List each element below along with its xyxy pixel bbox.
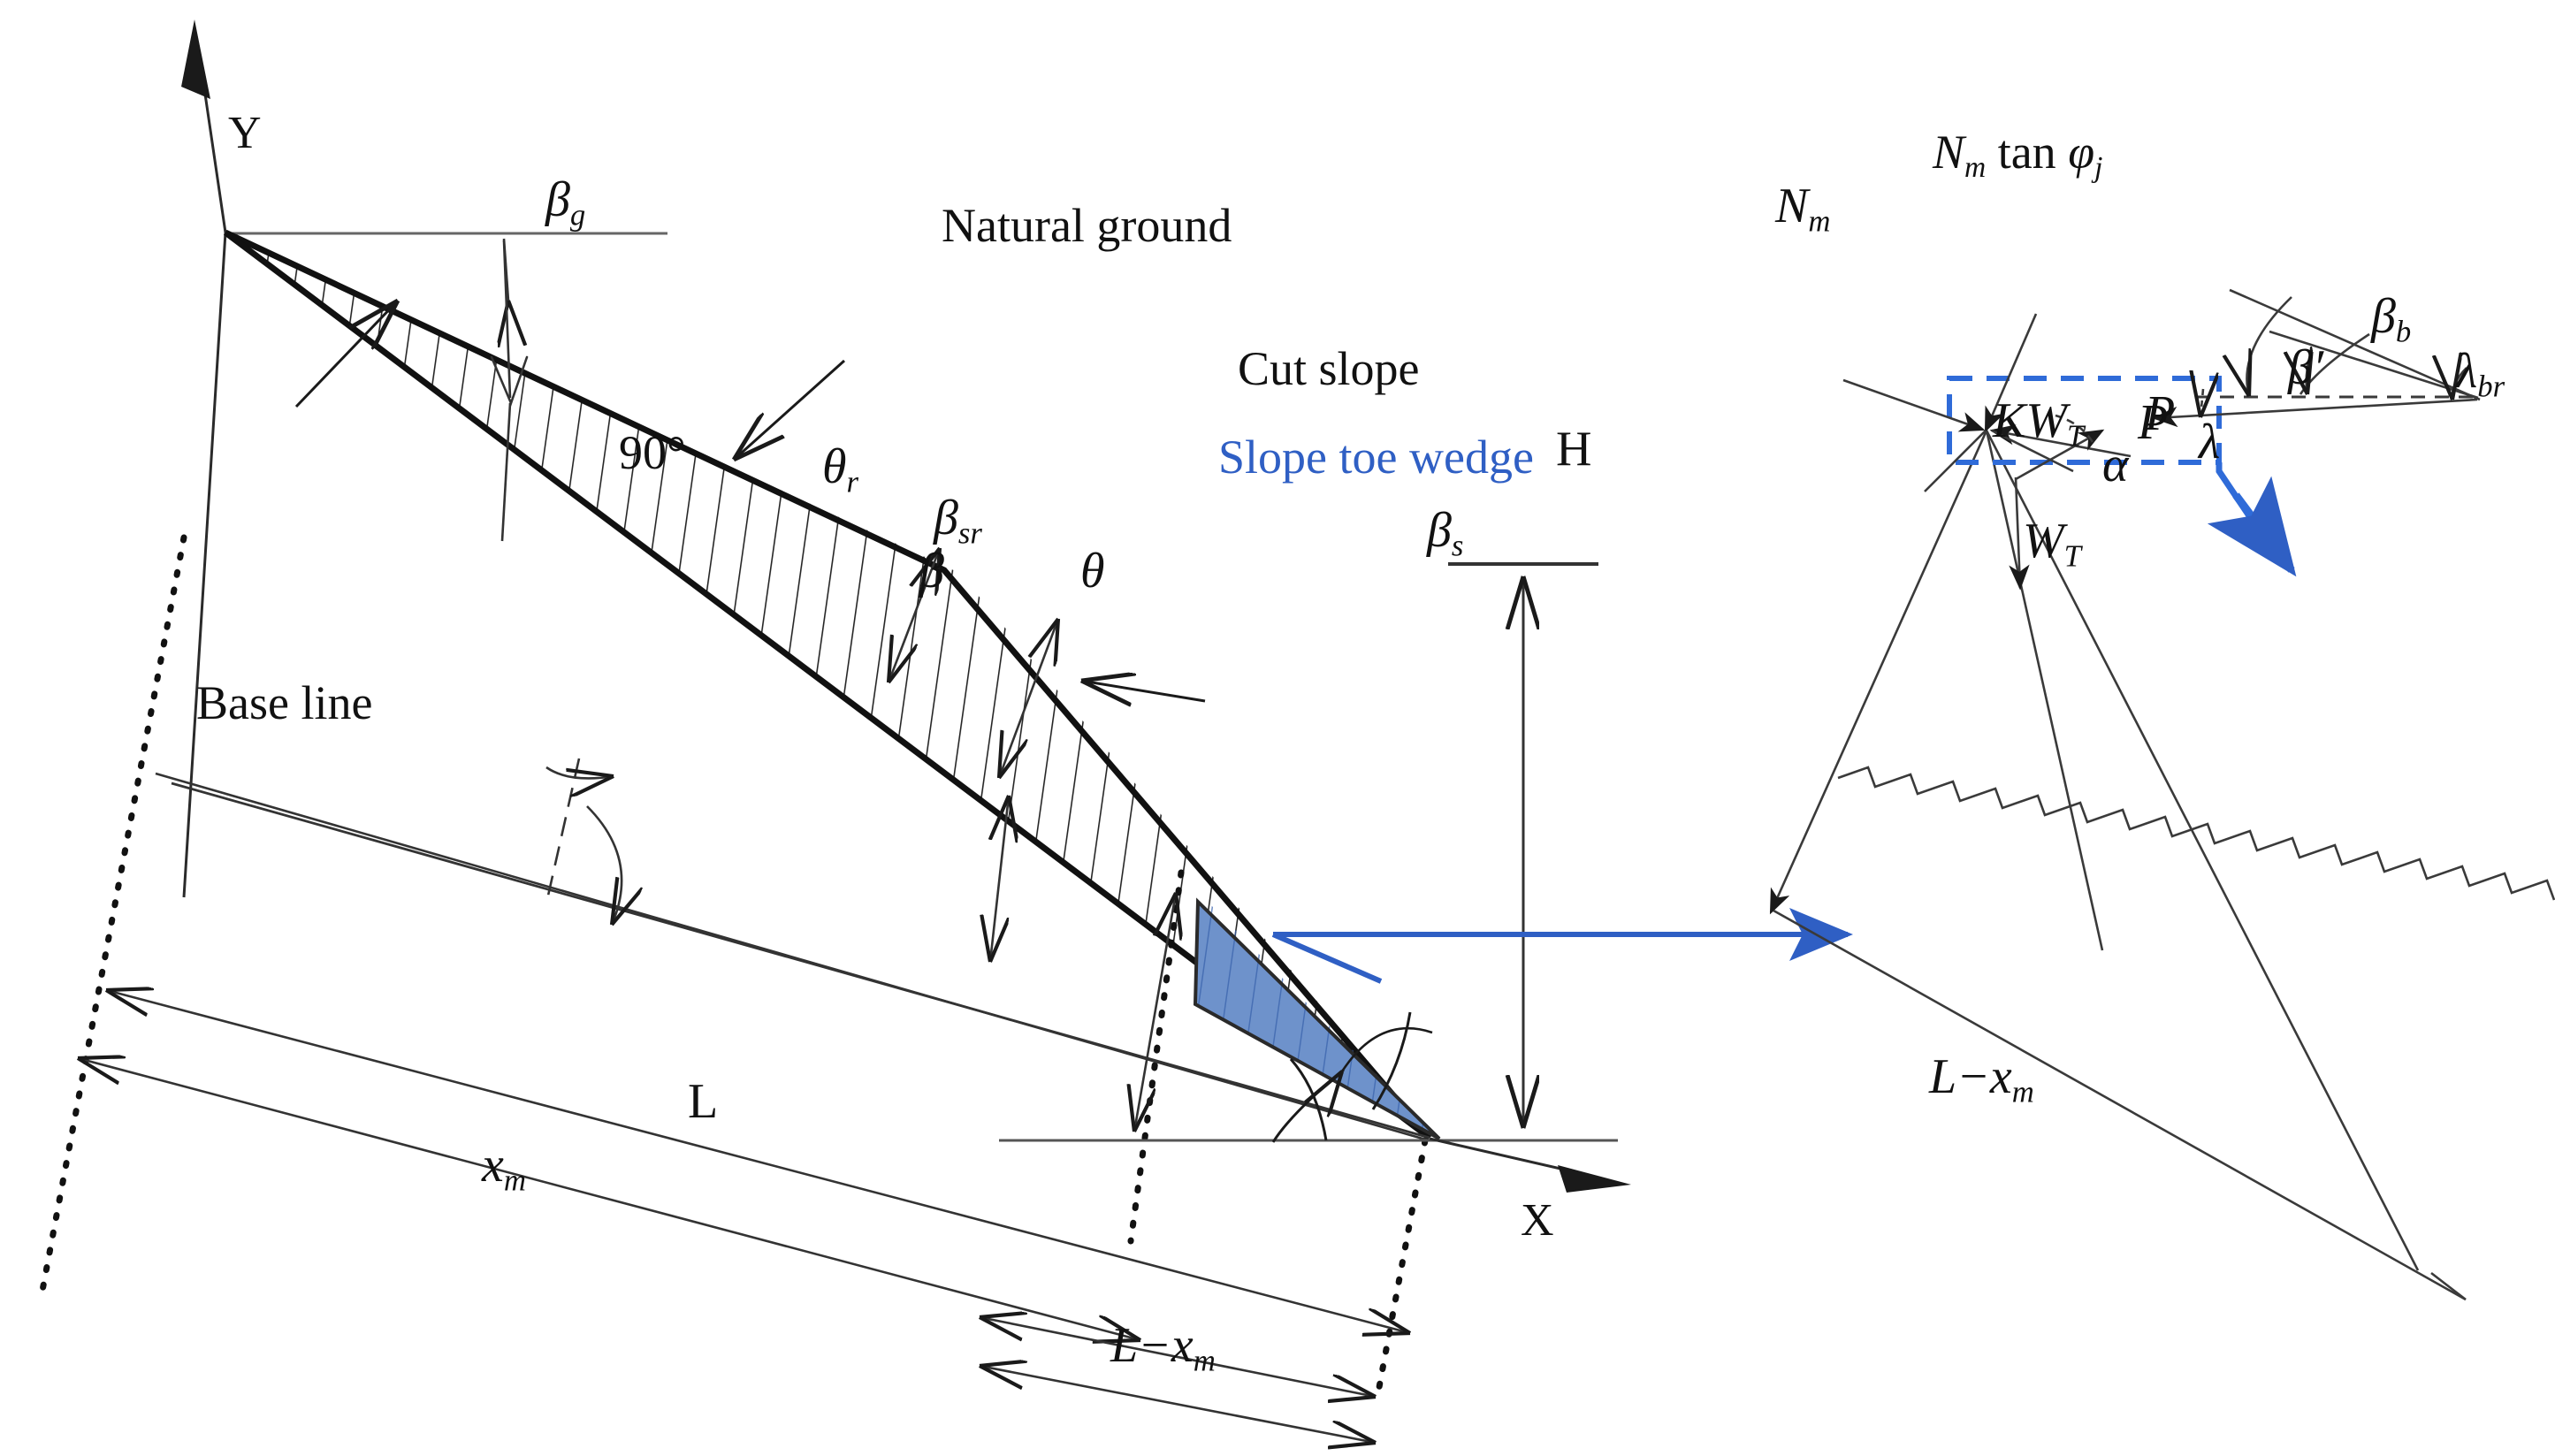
- natural-ground-line: [224, 229, 1432, 1140]
- lambda-label: λ: [2199, 415, 2221, 469]
- beta-b-sub: b: [2395, 314, 2412, 349]
- length-xm-sub: m: [503, 1163, 526, 1198]
- cut-slope-label: Cut slope: [1238, 342, 1420, 395]
- WT-base: W: [2023, 514, 2064, 568]
- KWT-sub: T: [2067, 418, 2085, 454]
- lambda-br-label: λbr: [2456, 347, 2505, 402]
- Nm-tan-phij-sub-j: j: [2094, 151, 2103, 185]
- angle-90-label: 90°: [619, 426, 686, 479]
- beta-sr-arrows: [999, 619, 1058, 778]
- lambda-br-base: λ: [2456, 344, 2478, 399]
- right-L-minus-xm-label: L−xm: [1929, 1052, 2034, 1108]
- beta-sr-label: βsr: [934, 493, 982, 549]
- Nm-tan-phij-N: N: [1933, 126, 1965, 179]
- wedge-to-detail-arrow: [1271, 908, 1853, 984]
- length-L-minus-xm-base: L−x: [1110, 1318, 1194, 1373]
- theta-arrows: [1134, 893, 1176, 1132]
- alpha-label: α: [2102, 438, 2129, 492]
- x-axis-label: X: [1521, 1195, 1554, 1246]
- beta-arrows: [990, 796, 1009, 962]
- detail-zoom-box: [1947, 376, 2222, 465]
- Nm-tan-phij-sub-m: m: [1964, 151, 1987, 185]
- Nm-sub: m: [1808, 203, 1831, 239]
- height-H-label: H: [1556, 422, 1592, 476]
- beta-s-label: βs: [1427, 506, 1463, 561]
- base-line-geometry: [171, 781, 1430, 1140]
- beta-s-sub: s: [1451, 528, 1464, 563]
- beta-prime-label: β′: [2288, 340, 2324, 395]
- WT-sub: T: [2063, 538, 2081, 574]
- length-L-label: L: [688, 1074, 719, 1129]
- y-axis: [181, 19, 227, 898]
- theta-label: θ: [1080, 544, 1105, 598]
- theta-r-label: θr: [822, 442, 858, 498]
- junction-force-vectors: [1842, 313, 2132, 492]
- right-dotted-boundary: [1374, 1137, 1429, 1400]
- theta-arc-toe: [1289, 1058, 1328, 1141]
- beta-sr-sub: sr: [957, 515, 982, 551]
- beta-g-base: β: [545, 172, 570, 227]
- Nm-base: N: [1775, 179, 1809, 233]
- x-axis: [1429, 1137, 1631, 1193]
- Nm-tan-phij-tan: tan: [1986, 126, 2069, 179]
- P-lower-label: P: [2138, 395, 2169, 450]
- detail-connector-arrow: [2207, 462, 2297, 577]
- beta-s-leader: [1342, 1026, 1433, 1071]
- perpendicular-90-marker: [545, 758, 622, 925]
- natural-ground-leader: [734, 359, 846, 460]
- beta-b-base: β: [2371, 289, 2396, 344]
- detail-inset: [2152, 288, 2481, 428]
- force-polygon: [1769, 430, 2555, 1301]
- lambda-br-sub: br: [2477, 369, 2505, 404]
- length-xm-label: xm: [482, 1140, 526, 1196]
- left-dotted-boundary: [38, 534, 187, 1299]
- Nm-label: Nm: [1775, 181, 1830, 237]
- base-line-leader: [294, 301, 398, 408]
- right-L-minus-xm-sub: m: [2011, 1074, 2034, 1109]
- beta-s-base: β: [1427, 503, 1452, 558]
- length-L-minus-xm-sub: m: [1193, 1343, 1216, 1378]
- Nm-tan-phij-label: Nm tan φj: [1933, 128, 2102, 183]
- weight-vectors: [2009, 414, 2105, 591]
- beta-g-label: βg: [545, 175, 585, 231]
- y-axis-label: Y: [228, 108, 262, 158]
- beta-b-label: βb: [2371, 292, 2411, 347]
- natural-ground-label: Natural ground: [942, 199, 1232, 252]
- dimension-construction-lines: [78, 772, 1430, 1443]
- cut-slope-leader: [1081, 681, 1206, 701]
- length-xm-base: x: [482, 1138, 504, 1193]
- beta-g-arrows: [490, 238, 529, 542]
- theta-r-base: θ: [822, 439, 847, 494]
- base-line-label: Base line: [196, 676, 373, 729]
- right-L-minus-xm-base: L−x: [1929, 1049, 2012, 1104]
- beta-label: β: [919, 544, 944, 598]
- KWT-label: KWT: [1993, 396, 2084, 452]
- length-L-minus-xm-label: L−xm: [1110, 1321, 1216, 1376]
- P-upper-label: P: [2145, 386, 2176, 441]
- KWT-base: KW: [1993, 393, 2067, 448]
- slope-toe-wedge-label: Slope toe wedge: [1218, 431, 1534, 484]
- WT-label: WT: [2023, 516, 2081, 572]
- theta-r-sub: r: [846, 464, 859, 499]
- Nm-tan-phij-phi: φ: [2068, 126, 2095, 179]
- beta-g-sub: g: [569, 197, 586, 233]
- theta-r-arrows: [889, 548, 940, 682]
- beta-sr-base: β: [934, 491, 958, 545]
